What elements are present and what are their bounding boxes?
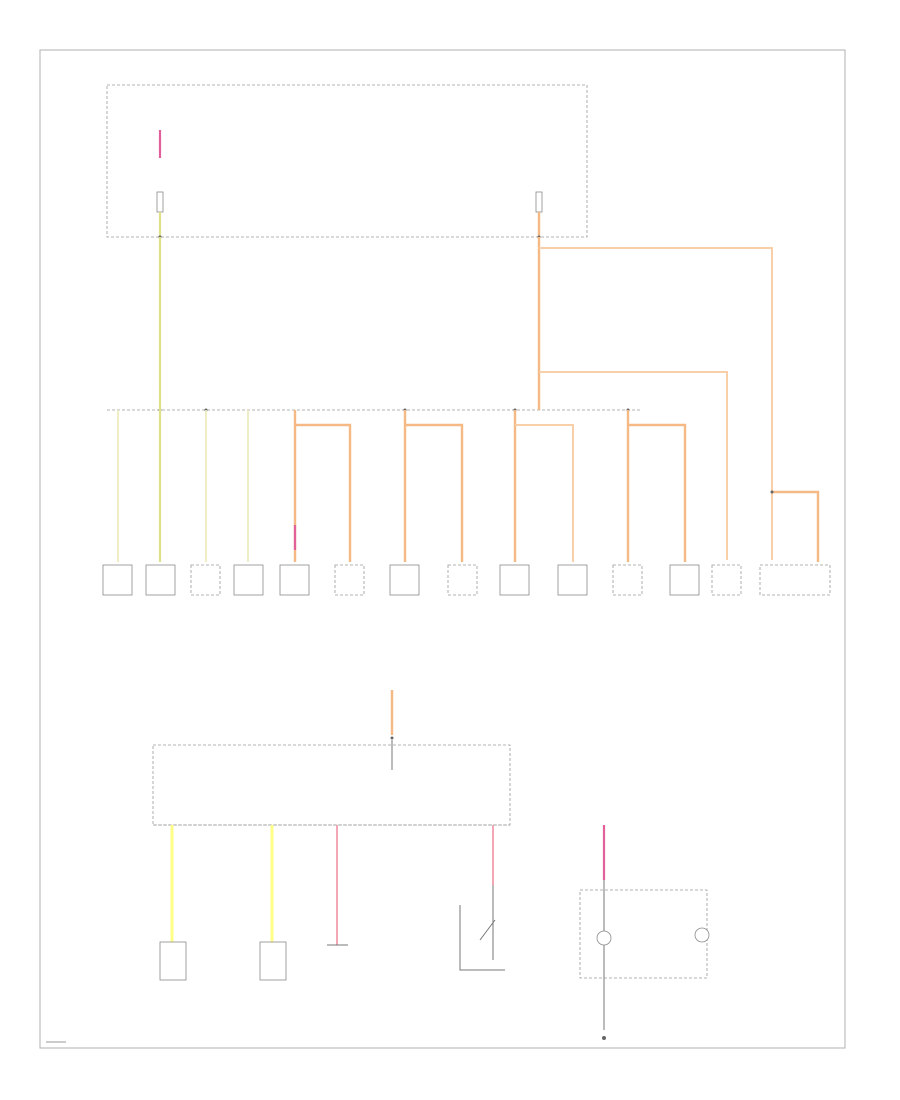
lower-fuse-feed <box>390 690 394 770</box>
component-c7 <box>389 564 420 596</box>
component-c1 <box>102 564 133 596</box>
component-c8 <box>447 564 478 596</box>
component-c14 <box>759 564 831 596</box>
component-row <box>102 564 831 596</box>
component-c2 <box>145 564 176 596</box>
lower-components <box>159 941 348 981</box>
component-c3 <box>190 564 221 596</box>
component-c6 <box>334 564 365 596</box>
splice-bus <box>107 385 640 412</box>
top-fuse-box-outline <box>106 84 588 238</box>
bottom-fuse-box-outline <box>152 744 511 826</box>
lower-component-l2 <box>259 941 287 981</box>
indicator-lamp-icon <box>596 930 612 946</box>
top-fuse-box <box>106 84 588 239</box>
bottom-fuse-box <box>152 744 511 826</box>
component-c11 <box>612 564 643 596</box>
main-feed-wires <box>158 237 773 560</box>
fuse-right <box>535 191 543 239</box>
lower-wires <box>170 825 505 971</box>
fuse-left <box>156 130 164 239</box>
gauge-lamp-icon <box>694 927 710 943</box>
component-c5 <box>279 564 310 596</box>
lower-component-l1 <box>159 941 187 981</box>
component-c12 <box>669 564 700 596</box>
component-c13 <box>711 564 742 596</box>
branch-wires <box>117 410 820 562</box>
component-c9 <box>499 564 530 596</box>
instrument-cluster <box>579 825 710 1040</box>
component-c10 <box>557 564 588 596</box>
component-c4 <box>233 564 264 596</box>
diagram-border <box>39 49 846 1049</box>
